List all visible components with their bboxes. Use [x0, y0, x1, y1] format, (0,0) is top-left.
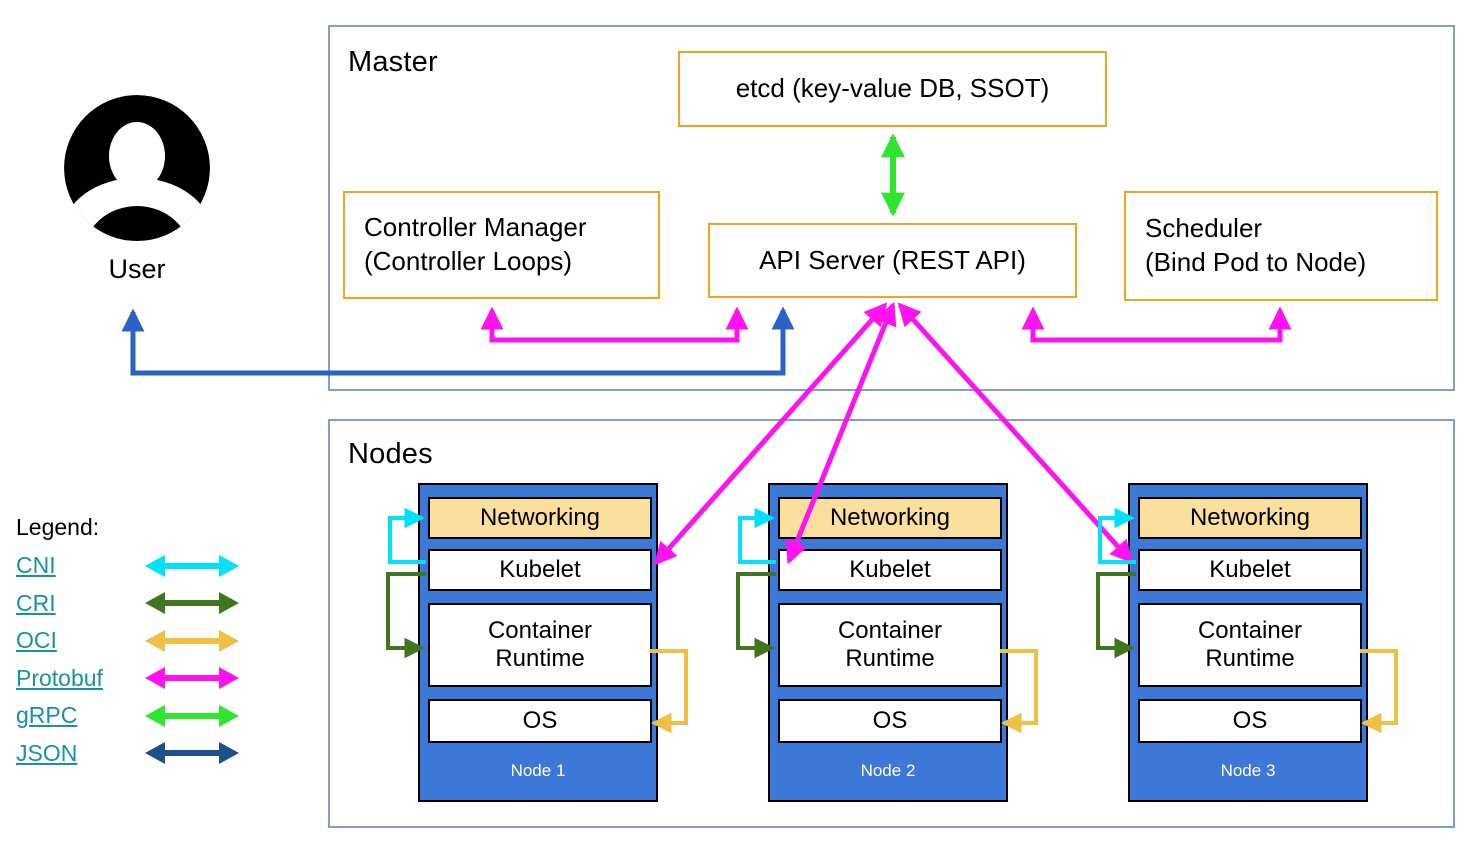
controller-manager-label-line1: Controller Manager	[364, 212, 587, 243]
node1-container-runtime-layer: Container Runtime	[428, 603, 652, 687]
controller-manager-label-line2: (Controller Loops)	[364, 246, 573, 276]
cni-arrow-icon	[145, 554, 239, 577]
node1-kubelet-layer: Kubelet	[428, 549, 652, 591]
node3-container-runtime-layer: Container Runtime	[1138, 603, 1362, 687]
node3-networking-layer: Networking	[1138, 497, 1362, 539]
node3-os-layer: OS	[1138, 699, 1362, 743]
legend-title: Legend:	[16, 514, 100, 540]
grpc-arrow-icon	[145, 704, 239, 727]
legend-link-cni[interactable]: CNI	[16, 552, 56, 579]
node-1: Networking Kubelet Container Runtime OS …	[418, 483, 658, 802]
node1-os-layer: OS	[428, 699, 652, 743]
scheduler-box: Scheduler (Bind Pod to Node)	[1124, 191, 1438, 301]
api-server-label: API Server (REST API)	[759, 244, 1026, 275]
oci-arrow-icon	[145, 629, 239, 652]
legend-link-grpc[interactable]: gRPC	[16, 702, 78, 729]
legend-link-protobuf[interactable]: Protobuf	[16, 664, 103, 691]
cri-arrow-icon	[145, 592, 239, 615]
node2-networking-layer: Networking	[778, 497, 1002, 539]
user-label: User	[108, 254, 166, 284]
node2-container-runtime-layer: Container Runtime	[778, 603, 1002, 687]
scheduler-label-line1: Scheduler	[1145, 213, 1263, 244]
json-arrow-icon	[145, 742, 239, 765]
node1-label: Node 1	[510, 761, 566, 780]
master-section-title: Master	[348, 46, 438, 78]
legend-link-json[interactable]: JSON	[16, 739, 78, 766]
etcd-label: etcd (key-value DB, SSOT)	[735, 73, 1050, 104]
node2-kubelet-layer: Kubelet	[778, 549, 1002, 591]
node3-kubelet-layer: Kubelet	[1138, 549, 1362, 591]
node1-networking-layer: Networking	[428, 497, 652, 539]
user-avatar-icon	[64, 95, 210, 241]
api-server-box: API Server (REST API)	[708, 223, 1077, 298]
nodes-section-title: Nodes	[348, 438, 433, 470]
node2-label: Node 2	[860, 761, 916, 780]
etcd-box: etcd (key-value DB, SSOT)	[678, 51, 1107, 127]
node2-os-layer: OS	[778, 699, 1002, 743]
controller-manager-box: Controller Manager (Controller Loops)	[343, 191, 660, 299]
node-3: Networking Kubelet Container Runtime OS …	[1128, 483, 1368, 802]
legend-link-cri[interactable]: CRI	[16, 589, 56, 616]
node-2: Networking Kubelet Container Runtime OS …	[768, 483, 1008, 802]
node3-label: Node 3	[1220, 761, 1276, 780]
protobuf-arrow-icon	[145, 667, 239, 690]
legend: Legend: CNI CRI OCI Protobuf gRPC JSON	[16, 514, 306, 772]
scheduler-label-line2: (Bind Pod to Node)	[1145, 247, 1367, 277]
legend-link-oci[interactable]: OCI	[16, 627, 57, 654]
